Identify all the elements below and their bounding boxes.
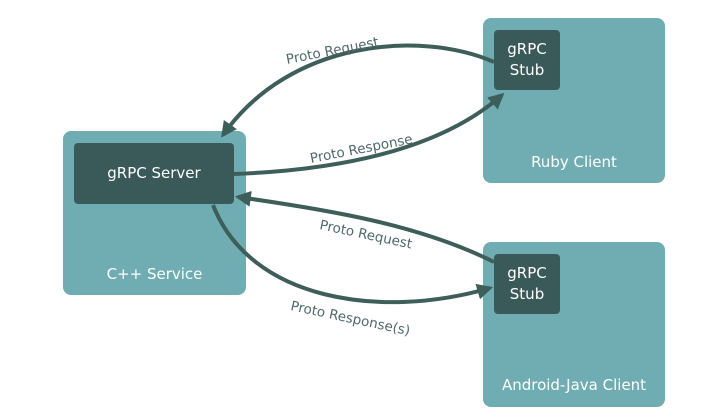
ruby-client-box: gRPC Stub Ruby Client [483,18,665,183]
android-request-arrow [234,190,495,264]
ruby-request-arrow [221,43,495,138]
grpc-server-label: gRPC Server [107,164,201,182]
ruby-request-label: Proto Request [285,34,380,68]
ruby-stub-line2: Stub [509,61,545,79]
ruby-grpc-stub-box: gRPC Stub [494,30,560,90]
android-request-label: Proto Request [318,217,413,252]
cpp-service-label: C++ Service [106,265,203,283]
android-stub-line2: Stub [509,285,545,303]
grpc-server-box: gRPC Server [74,143,234,204]
ruby-client-label: Ruby Client [531,153,617,171]
android-grpc-stub-box: gRPC Stub [494,254,560,314]
ruby-response-label: Proto Response [309,131,414,167]
ruby-response-arrow [233,92,505,176]
android-response-label: Proto Response(s) [289,298,411,339]
android-java-client-box: gRPC Stub Android-Java Client [483,242,665,407]
android-stub-line1: gRPC [507,264,547,282]
android-java-client-label: Android-Java Client [501,376,647,394]
android-response-arrow [211,204,494,305]
ruby-stub-line1: gRPC [507,40,547,58]
